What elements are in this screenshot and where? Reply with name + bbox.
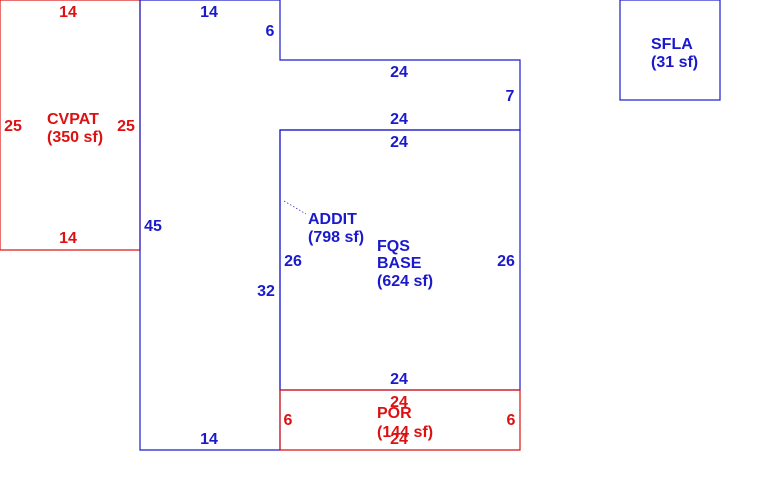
base-right-dim: 26 bbox=[497, 253, 515, 270]
sfla-outline bbox=[619, 0, 721, 101]
addit-leader-line bbox=[283, 200, 307, 215]
base-name-line2: BASE bbox=[377, 255, 422, 272]
addit-area: (798 sf) bbox=[308, 229, 364, 246]
addit-inner-dim: 32 bbox=[257, 283, 275, 300]
por-right-dim: 6 bbox=[507, 412, 516, 429]
base-area: (624 sf) bbox=[377, 273, 433, 290]
addit-notch-dim: 6 bbox=[266, 23, 275, 40]
por-bottom-dim: 24 bbox=[390, 431, 408, 448]
cvpat-bottom-dim: 14 bbox=[59, 230, 77, 247]
cvpat-right-dim: 25 bbox=[117, 118, 135, 135]
base-name-line1: FQS bbox=[377, 238, 410, 255]
addit-bottom-dim: 14 bbox=[200, 431, 218, 448]
cvpat-area: (350 sf) bbox=[47, 129, 103, 146]
cvpat-top-dim: 14 bbox=[59, 4, 77, 21]
addit-left-dim: 45 bbox=[144, 218, 162, 235]
base-bottom-dim: 24 bbox=[390, 371, 408, 388]
addit-step-top-dim: 24 bbox=[390, 64, 408, 81]
addit-step-right-dim: 7 bbox=[506, 88, 515, 105]
sfla-name: SFLA bbox=[651, 36, 693, 53]
addit-step-bottom-dim: 24 bbox=[390, 111, 408, 128]
base-top-dim: 24 bbox=[390, 134, 408, 151]
cvpat-left-dim: 25 bbox=[4, 118, 22, 135]
por-top-dim: 24 bbox=[390, 394, 408, 411]
por-outline bbox=[280, 389, 521, 451]
base-left-dim: 26 bbox=[284, 253, 302, 270]
addit-name: ADDIT bbox=[308, 211, 357, 228]
sfla-area: (31 sf) bbox=[651, 54, 698, 71]
addit-top-dim: 14 bbox=[200, 4, 218, 21]
cvpat-name: CVPAT bbox=[47, 111, 99, 128]
por-name: POR bbox=[377, 405, 412, 422]
por-area: (144 sf) bbox=[377, 424, 433, 441]
por-left-dim: 6 bbox=[284, 412, 293, 429]
